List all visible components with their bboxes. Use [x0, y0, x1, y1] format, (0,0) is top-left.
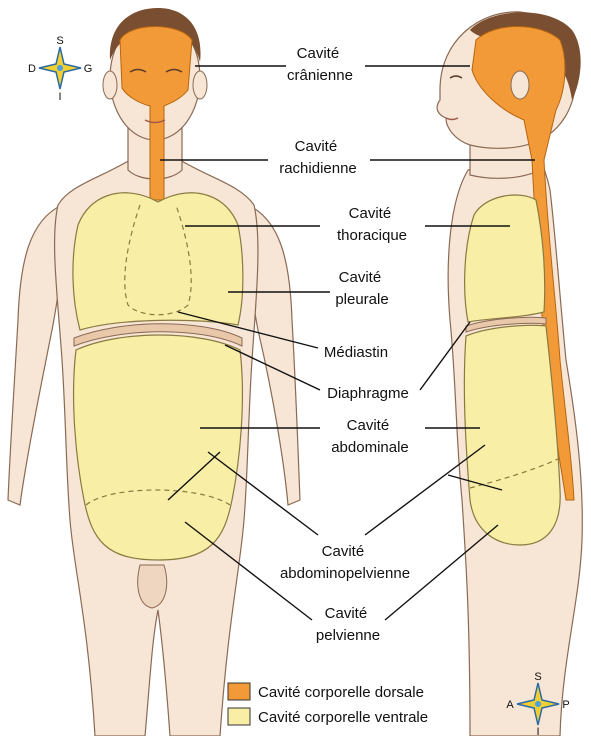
legend-swatch-dorsal: [228, 683, 250, 700]
compass-side-right: P: [562, 699, 569, 711]
compass-front-left: D: [28, 63, 36, 75]
compass-side-bottom: I: [536, 726, 539, 736]
label-diaphragm: Diaphragme: [327, 385, 409, 402]
label-spinal: Cavité rachidienne: [279, 138, 357, 177]
legend-label-dorsal: Cavité corporelle dorsale: [258, 684, 424, 701]
front-left-ear: [103, 71, 117, 99]
legend: Cavité corporelle dorsale Cavité corpore…: [228, 683, 428, 726]
label-abdominal: Cavité abdominale: [331, 417, 409, 456]
front-right-ear: [193, 71, 207, 99]
front-body: [8, 8, 300, 736]
label-mediastinum: Médiastin: [324, 344, 388, 361]
label-thoracic: Cavité thoracique: [337, 205, 407, 244]
side-ear: [511, 71, 529, 99]
compass-front-right: G: [84, 63, 93, 75]
front-abdominopelvic-cavity: [74, 335, 243, 560]
label-pleural: Cavité pleurale: [335, 269, 388, 308]
compass-front-bottom: I: [58, 91, 61, 103]
front-thoracic-cavity: [73, 193, 243, 330]
legend-swatch-ventral: [228, 708, 250, 725]
compass-front-center-icon: [57, 65, 63, 71]
labels: Cavité crânienne Cavité rachidienne Cavi…: [279, 45, 410, 644]
side-thoracic-cavity: [465, 195, 545, 322]
label-abdominopelvic: Cavité abdominopelvienne: [280, 543, 410, 582]
compass-front-top: S: [56, 35, 63, 47]
label-pelvic: Cavité pelvienne: [316, 605, 380, 644]
side-body: [437, 12, 582, 736]
legend-label-ventral: Cavité corporelle ventrale: [258, 709, 428, 726]
compass-side-left: A: [506, 699, 514, 711]
compass-front: S I D G: [28, 35, 92, 103]
label-cranial: Cavité crânienne: [287, 45, 353, 84]
compass-side-top: S: [534, 671, 541, 683]
side-abdominopelvic-cavity: [464, 325, 560, 545]
compass-side-center-icon: [535, 701, 541, 707]
